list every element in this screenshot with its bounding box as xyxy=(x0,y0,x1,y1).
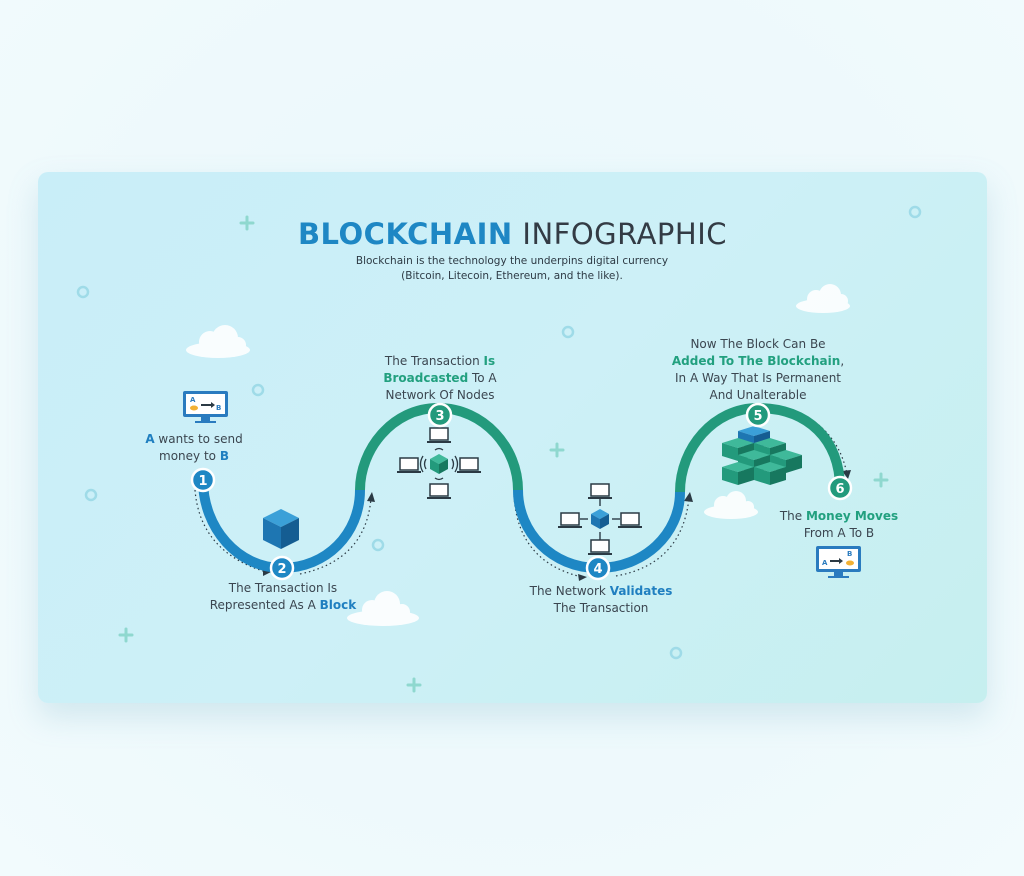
svg-text:A: A xyxy=(822,559,828,567)
step-badge-4: 4 xyxy=(585,555,611,581)
step-badge-2: 2 xyxy=(269,555,295,581)
step-label-5: Now The Block Can Be Added To The Blockc… xyxy=(668,336,848,404)
cloud-icon xyxy=(347,591,419,626)
step-label-2: The Transaction Is Represented As A Bloc… xyxy=(198,580,368,614)
label-line: The Transaction Is xyxy=(384,354,496,368)
svg-text:B: B xyxy=(216,404,221,412)
computer-a-to-b-icon: A B xyxy=(816,546,861,578)
process-wave: A B xyxy=(183,391,861,581)
svg-text:5: 5 xyxy=(753,409,762,424)
svg-text:6: 6 xyxy=(835,482,844,497)
block-cube-icon xyxy=(263,509,299,549)
svg-text:2: 2 xyxy=(277,562,286,577)
dotted-arrow-4-5 xyxy=(615,497,690,577)
svg-text:4: 4 xyxy=(593,562,602,577)
svg-text:3: 3 xyxy=(435,409,444,424)
label-line: And Unalterable xyxy=(709,388,807,402)
label-line: Broadcasted To A xyxy=(383,371,497,385)
svg-text:A: A xyxy=(190,396,196,404)
dotted-arrow-2-3 xyxy=(299,497,372,575)
step-label-4: The Network Validates The Transaction xyxy=(516,583,686,617)
label-line: Represented As A Block xyxy=(209,598,357,612)
label-line: The Money Moves xyxy=(779,509,899,523)
step-label-3: The Transaction Is Broadcasted To A Netw… xyxy=(360,353,520,404)
background-decorations xyxy=(76,205,922,693)
subtitle: Blockchain is the technology the underpi… xyxy=(312,254,712,284)
cube-block xyxy=(722,438,754,461)
cloud-icon xyxy=(796,284,850,313)
label-line: From A To B xyxy=(803,526,875,540)
cloud-icon xyxy=(704,491,758,519)
label-line: The Transaction Is xyxy=(228,581,338,595)
infographic-slide: BLOCKCHAIN INFOGRAPHIC Blockchain is the… xyxy=(38,172,987,703)
broadcast-network-icon xyxy=(397,427,481,499)
cube-block xyxy=(754,462,786,485)
cloud-icon xyxy=(186,325,250,358)
title-rest: INFOGRAPHIC xyxy=(522,217,728,251)
step-badge-6: 6 xyxy=(827,475,853,501)
subtitle-line-2: (Bitcoin, Litecoin, Ethereum, and the li… xyxy=(401,270,623,282)
step-label-6: The Money Moves From A To B xyxy=(774,508,904,542)
label-line: The Transaction xyxy=(553,601,649,615)
svg-text:B: B xyxy=(847,550,852,558)
label-line: Now The Block Can Be xyxy=(690,337,826,351)
title-strong: BLOCKCHAIN xyxy=(297,217,513,251)
step-badge-5: 5 xyxy=(745,402,771,428)
step-badge-1: 1 xyxy=(190,467,216,493)
blockchain-cubes-icon xyxy=(722,426,802,485)
subtitle-line-1: Blockchain is the technology the underpi… xyxy=(355,255,669,267)
label-line: Network Of Nodes xyxy=(385,388,495,402)
label-line: money to B xyxy=(159,449,229,463)
page-title: BLOCKCHAIN INFOGRAPHIC xyxy=(38,216,987,252)
label-line: In A Way That Is Permanent xyxy=(674,371,842,385)
svg-text:1: 1 xyxy=(198,474,207,489)
node-network-icon xyxy=(558,483,642,555)
computer-a-to-b-icon: A B xyxy=(183,391,228,423)
label-line: A wants to send xyxy=(145,432,243,446)
label-line: The Network Validates xyxy=(529,584,673,598)
step-badge-3: 3 xyxy=(427,402,453,428)
cube-block xyxy=(722,462,754,485)
label-line: Added To The Blockchain, xyxy=(671,354,845,368)
step-label-1: A wants to send money to B xyxy=(134,431,254,465)
